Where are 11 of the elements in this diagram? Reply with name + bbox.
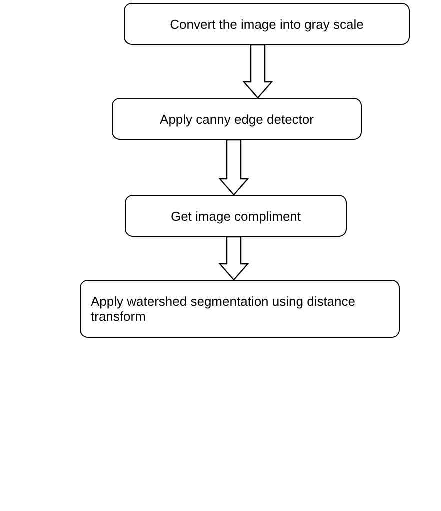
process-box xyxy=(124,3,410,45)
step-text: Apply canny edge detector xyxy=(160,112,314,126)
process-box xyxy=(80,280,400,338)
step-text: Convert the image into gray scale xyxy=(170,16,364,32)
process-box xyxy=(125,195,347,237)
step-text: Get image compliment xyxy=(170,208,302,224)
block-arrow xyxy=(242,44,274,99)
block-arrow xyxy=(218,236,250,281)
step-text: Apply watershed segmentation using distance transform xyxy=(91,294,356,324)
process-box xyxy=(112,98,362,140)
block-arrow xyxy=(218,139,250,196)
